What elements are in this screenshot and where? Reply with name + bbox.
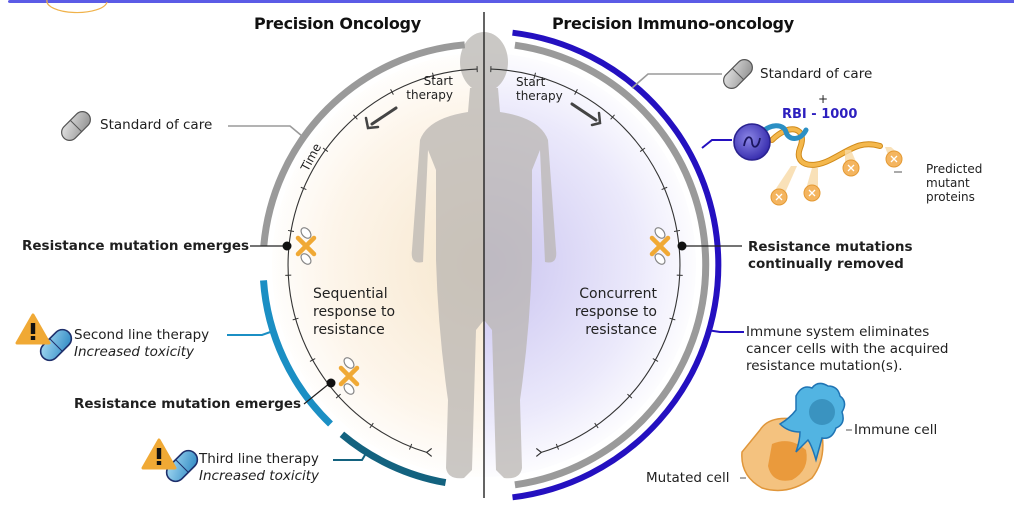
removed-line: continually removed <box>748 256 904 272</box>
immune-line: resistance mutation(s). <box>746 358 903 374</box>
predicted-line: proteins <box>926 190 975 204</box>
protein-mark <box>808 189 816 197</box>
time-tick <box>322 147 329 152</box>
concurrent-response-text: Concurrent response to resistance <box>567 285 657 339</box>
time-tick <box>574 89 578 95</box>
mutations-removed-label: Resistance mutations continually removed <box>748 239 913 273</box>
protein-tether <box>773 166 797 193</box>
immune-cell-icon <box>778 382 846 463</box>
right-start-therapy-label: Start therapy <box>516 75 563 103</box>
rbi-1000-arc <box>512 29 722 501</box>
third-line-therapy-label: Third line therapy Increased toxicity <box>199 451 319 485</box>
left-start-therapy-label: Start therapy <box>403 74 453 102</box>
rbi-1000-construct-icon <box>733 123 903 206</box>
time-tick <box>287 229 295 232</box>
time-tick <box>300 186 307 191</box>
mutation-icon <box>338 357 360 395</box>
time-tick <box>533 72 536 79</box>
second-line-therapy-label: Second line therapy Increased toxicity <box>74 327 209 361</box>
time-tick <box>661 186 668 191</box>
time-tick <box>408 443 413 450</box>
immune-line: Immune system eliminates <box>746 324 930 340</box>
protein-tether <box>806 168 818 189</box>
second-line-pill-icon <box>39 328 73 362</box>
second-line-title: Second line therapy <box>74 327 210 343</box>
time-tick <box>353 114 358 120</box>
left-start-arrow-icon <box>364 106 398 130</box>
resistance-emerges-label-2: Resistance mutation emerges <box>74 396 302 412</box>
protein-mark <box>890 155 898 163</box>
left-standard-of-care-label: Standard of care <box>100 117 213 133</box>
predicted-mutant-proteins-label: Predicted mutant proteins <box>926 162 982 204</box>
right-panel-title: Precision Immuno-oncology <box>552 14 794 33</box>
second-line-arc <box>260 280 333 427</box>
time-tick <box>432 72 435 79</box>
third-line-note: Increased toxicity <box>199 468 320 484</box>
mutation-icon <box>649 227 671 265</box>
left-panel-title: Precision Oncology <box>254 14 421 33</box>
plus-sign: + <box>818 92 829 106</box>
protein-mark <box>847 164 855 172</box>
third-line-arc <box>339 431 447 487</box>
right-start-word: Start <box>516 75 546 89</box>
immune-system-text: Immune system eliminates cancer cells wi… <box>746 324 948 375</box>
time-tick <box>292 317 299 321</box>
time-tick <box>652 358 659 362</box>
left-start-word: Start <box>423 74 453 88</box>
center-line: response to <box>574 304 657 320</box>
removed-line: Resistance mutations <box>748 239 913 255</box>
right-therapy-word: therapy <box>516 89 563 103</box>
right-halfdisc <box>484 53 696 477</box>
left-time-arc <box>287 68 478 453</box>
center-line: Concurrent <box>579 286 657 302</box>
time-tick <box>610 114 615 120</box>
time-arrowhead <box>425 447 433 457</box>
resistance-point-right <box>677 241 687 251</box>
third-line-warning-icon <box>141 438 177 470</box>
third-line-title: Third line therapy <box>199 451 319 467</box>
time-tick <box>639 147 646 152</box>
right-time-arc <box>490 68 681 453</box>
left-therapy-word: therapy <box>406 88 453 102</box>
mutation-icon <box>295 227 317 265</box>
immune-cell-label: Immune cell <box>854 422 938 438</box>
center-line: resistance <box>585 322 657 338</box>
time-tick <box>390 89 394 95</box>
standard-pill-left-icon <box>61 111 91 141</box>
resistance-point-2 <box>326 378 336 388</box>
predicted-line: Predicted <box>926 162 983 176</box>
immune-line: cancer cells with the acquired <box>746 341 949 357</box>
right-standard-of-care-label: Standard of care <box>760 66 873 82</box>
time-tick <box>594 422 599 429</box>
resistance-emerges-label-1: Resistance mutation emerges <box>22 238 250 254</box>
header-strip <box>0 0 1022 14</box>
leader-lines-left <box>227 125 369 461</box>
standard-pill-right-icon <box>723 59 753 89</box>
leader-lines-right <box>631 73 902 479</box>
third-line-pill-icon <box>165 449 199 483</box>
center-line: Sequential <box>313 286 388 302</box>
center-line: resistance <box>313 322 385 338</box>
rbi-1000-label: RBI - 1000 <box>782 107 858 122</box>
standard-of-care-arc <box>260 41 466 247</box>
predicted-line: mutant <box>926 176 970 190</box>
left-halfdisc <box>272 53 484 477</box>
time-tick <box>309 358 316 362</box>
right-standard-arc <box>514 41 710 489</box>
second-line-note: Increased toxicity <box>74 344 195 360</box>
time-tick <box>669 317 676 321</box>
time-tick <box>335 393 341 399</box>
time-tick <box>673 229 681 232</box>
time-tick <box>627 393 633 399</box>
second-line-warning-icon <box>15 313 51 345</box>
time-tick <box>555 443 560 450</box>
resistance-point-1 <box>282 241 292 251</box>
mutated-cell-label: Mutated cell <box>646 470 730 486</box>
center-line: response to <box>313 304 396 320</box>
time-arrowhead <box>535 447 543 457</box>
sequential-response-text: Sequential response to resistance <box>313 285 395 339</box>
protein-mark <box>775 193 783 201</box>
time-tick <box>369 422 374 429</box>
right-start-arrow-icon <box>570 102 602 127</box>
